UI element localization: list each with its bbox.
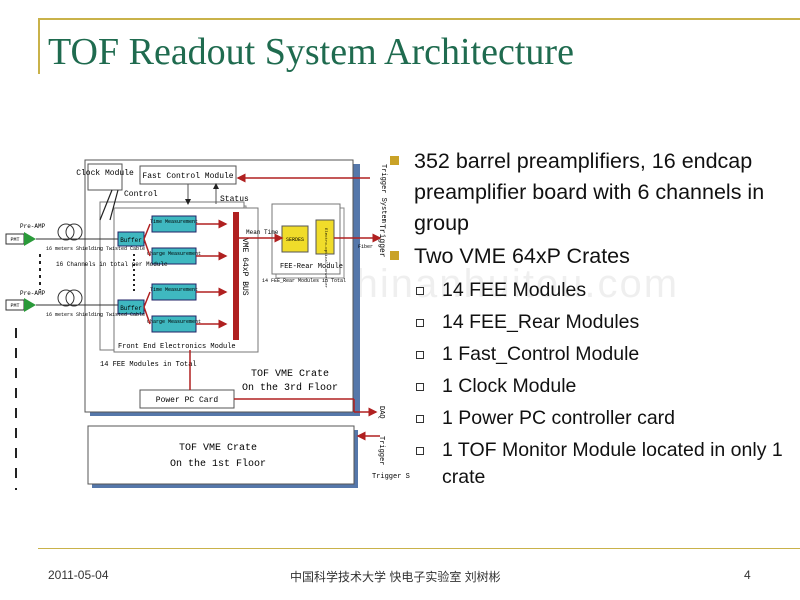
trigger-bottom-label: Trigger System xyxy=(372,473,410,481)
clock-lines xyxy=(99,189,119,221)
sub-bullet-marker xyxy=(416,447,424,455)
bullet-marker xyxy=(390,251,399,260)
control-label: Control xyxy=(124,190,158,199)
bullet-1: 352 barrel preamplifiers, 16 endcap prea… xyxy=(388,146,788,239)
split-lines xyxy=(143,223,151,325)
cable-note-top: 16 meters Shielding Twisted Cable xyxy=(46,246,145,252)
pmt-bottom-label: PMT xyxy=(10,303,19,309)
cable-note-bottom: 16 meters Shielding Twisted Cable xyxy=(46,312,145,318)
cable-coil-bottom-1 xyxy=(57,289,75,307)
ppc-label: Power PC Card xyxy=(156,396,219,405)
footer-rule xyxy=(38,548,800,549)
footer-org: 中国科学技术大学 快电子实验室 刘树彬 xyxy=(290,570,501,584)
charge-meas-1-label: Charge Measurement xyxy=(147,251,201,257)
crate1-label: TOF VME Crate xyxy=(179,443,257,454)
buffer-bottom-label: Buffer xyxy=(120,305,142,312)
architecture-diagram: Clock Module Fast Control Module Control… xyxy=(5,159,410,490)
preamp-bottom-icon xyxy=(24,298,36,312)
buffer-top-label: Buffer xyxy=(120,237,142,244)
bullet-2: Two VME 64xP Crates xyxy=(388,241,788,272)
serdes-label: SERDES xyxy=(286,237,304,243)
status-label: Status xyxy=(220,195,249,204)
trigger-side-label: Trigger xyxy=(377,224,386,258)
title-accent-bar xyxy=(38,18,40,74)
slide-title: TOF Readout System Architecture xyxy=(48,31,574,73)
sub-bullet-4: 1 Clock Module xyxy=(388,373,788,400)
sub-bullet-5: 1 Power PC controller card xyxy=(388,405,788,432)
footer-date: 2011-05-04 xyxy=(48,568,109,582)
time-meas-1-label: Time Measurement xyxy=(150,219,198,225)
fee-rear-label: FEE-Rear Module xyxy=(280,263,343,271)
sub-bullet-marker xyxy=(416,319,424,327)
crate1-floor-label: On the 1st Floor xyxy=(170,458,266,470)
preamp-bottom-label: Pre-AMP xyxy=(20,290,46,297)
daq-label: DAQ xyxy=(377,406,385,419)
fee-rear-total-label: 14 FEE_Rear Modules in Total xyxy=(262,278,346,284)
sub-bullet-marker xyxy=(416,287,424,295)
top-rule xyxy=(38,18,800,20)
sub-bullet-marker xyxy=(416,415,424,423)
mean-time-label: Mean Time xyxy=(246,229,279,236)
vme-bus-label: VME 64xP BUS xyxy=(240,238,249,296)
sub-bullet-2: 14 FEE_Rear Modules xyxy=(388,309,788,336)
cable-coil-top-2 xyxy=(65,223,83,241)
fiber-label: Fiber xyxy=(358,244,373,250)
time-meas-2-label: Time Measurement xyxy=(150,287,198,293)
trigger-top-label: Trigger System xyxy=(379,164,387,223)
serdes-box xyxy=(281,225,309,253)
bullet-marker xyxy=(390,156,399,165)
fast-control-label: Fast Control Module xyxy=(142,172,233,181)
pmt-top-label: PMT xyxy=(10,237,19,243)
sub-bullet-marker xyxy=(416,351,424,359)
preamp-top-label: Pre-AMP xyxy=(20,223,46,230)
sub-bullet-marker xyxy=(416,383,424,391)
charge-meas-2-label: Charge Measurement xyxy=(147,319,201,325)
crate-1-frame xyxy=(87,425,355,485)
clock-module-box xyxy=(87,163,123,191)
sub-bullet-1: 14 FEE Modules xyxy=(388,277,788,304)
sub-bullet-6: 1 TOF Monitor Module located in only 1 c… xyxy=(388,437,788,491)
clock-module-label: Clock Module xyxy=(76,169,134,178)
eo-converter-box xyxy=(315,219,335,255)
fee-module-label: Front End Electronics Module xyxy=(118,343,236,351)
preamp-top-icon xyxy=(24,232,36,246)
bullet-list: 352 barrel preamplifiers, 16 endcap prea… xyxy=(388,146,788,491)
footer-page-number: 4 xyxy=(744,568,751,582)
cable-coil-bottom-2 xyxy=(65,289,83,307)
trigger-bottom-side: Trigger xyxy=(377,436,385,465)
eo-converter-label: Electro-optical Converter xyxy=(323,228,328,289)
crate3-floor-label: On the 3rd Floor xyxy=(242,382,338,394)
cable-coil-top-1 xyxy=(57,223,75,241)
sub-bullet-3: 1 Fast_Control Module xyxy=(388,341,788,368)
channels-note: 16 Channels in total per Module xyxy=(56,261,168,268)
crate3-label: TOF VME Crate xyxy=(251,369,329,380)
fee-total-label: 14 FEE Modules in Total xyxy=(100,361,197,369)
